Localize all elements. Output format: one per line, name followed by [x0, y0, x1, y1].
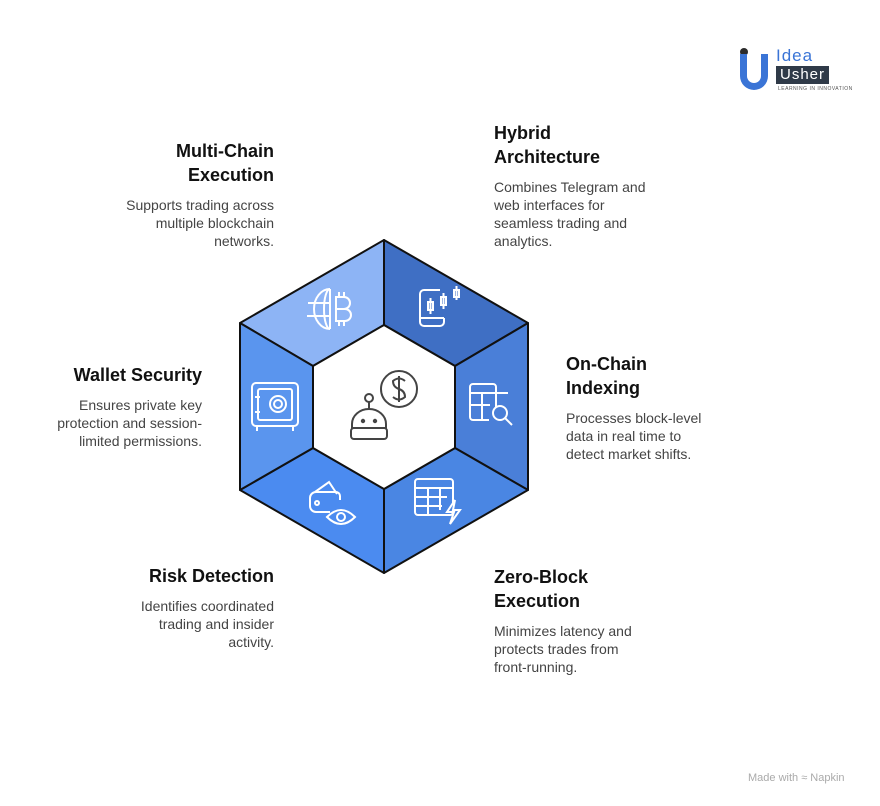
title-wallet-security: Wallet Security [73, 365, 202, 385]
brand-logo: Idea Usher LEARNING IN INNOVATION [738, 46, 858, 96]
table-search-icon [469, 383, 513, 426]
center-hexagon [312, 324, 456, 490]
logo-idea-text: Idea [776, 46, 814, 65]
logo-tagline: LEARNING IN INNOVATION [778, 86, 853, 92]
logo-u-shape [740, 54, 768, 90]
logo-dot [740, 48, 748, 56]
robot-dollar-icon [350, 370, 418, 440]
table-lightning-icon [414, 478, 462, 525]
safe-icon [251, 382, 299, 431]
wallet-eye-icon [309, 480, 357, 525]
globe-bitcoin-icon [307, 288, 352, 330]
phone-candlestick-icon [419, 286, 460, 327]
made-with-napkin[interactable]: Made with ≈ Napkin [748, 772, 845, 784]
logo-usher-text: Usher [776, 66, 830, 84]
title-risk-detection: Risk Detection [148, 566, 274, 586]
